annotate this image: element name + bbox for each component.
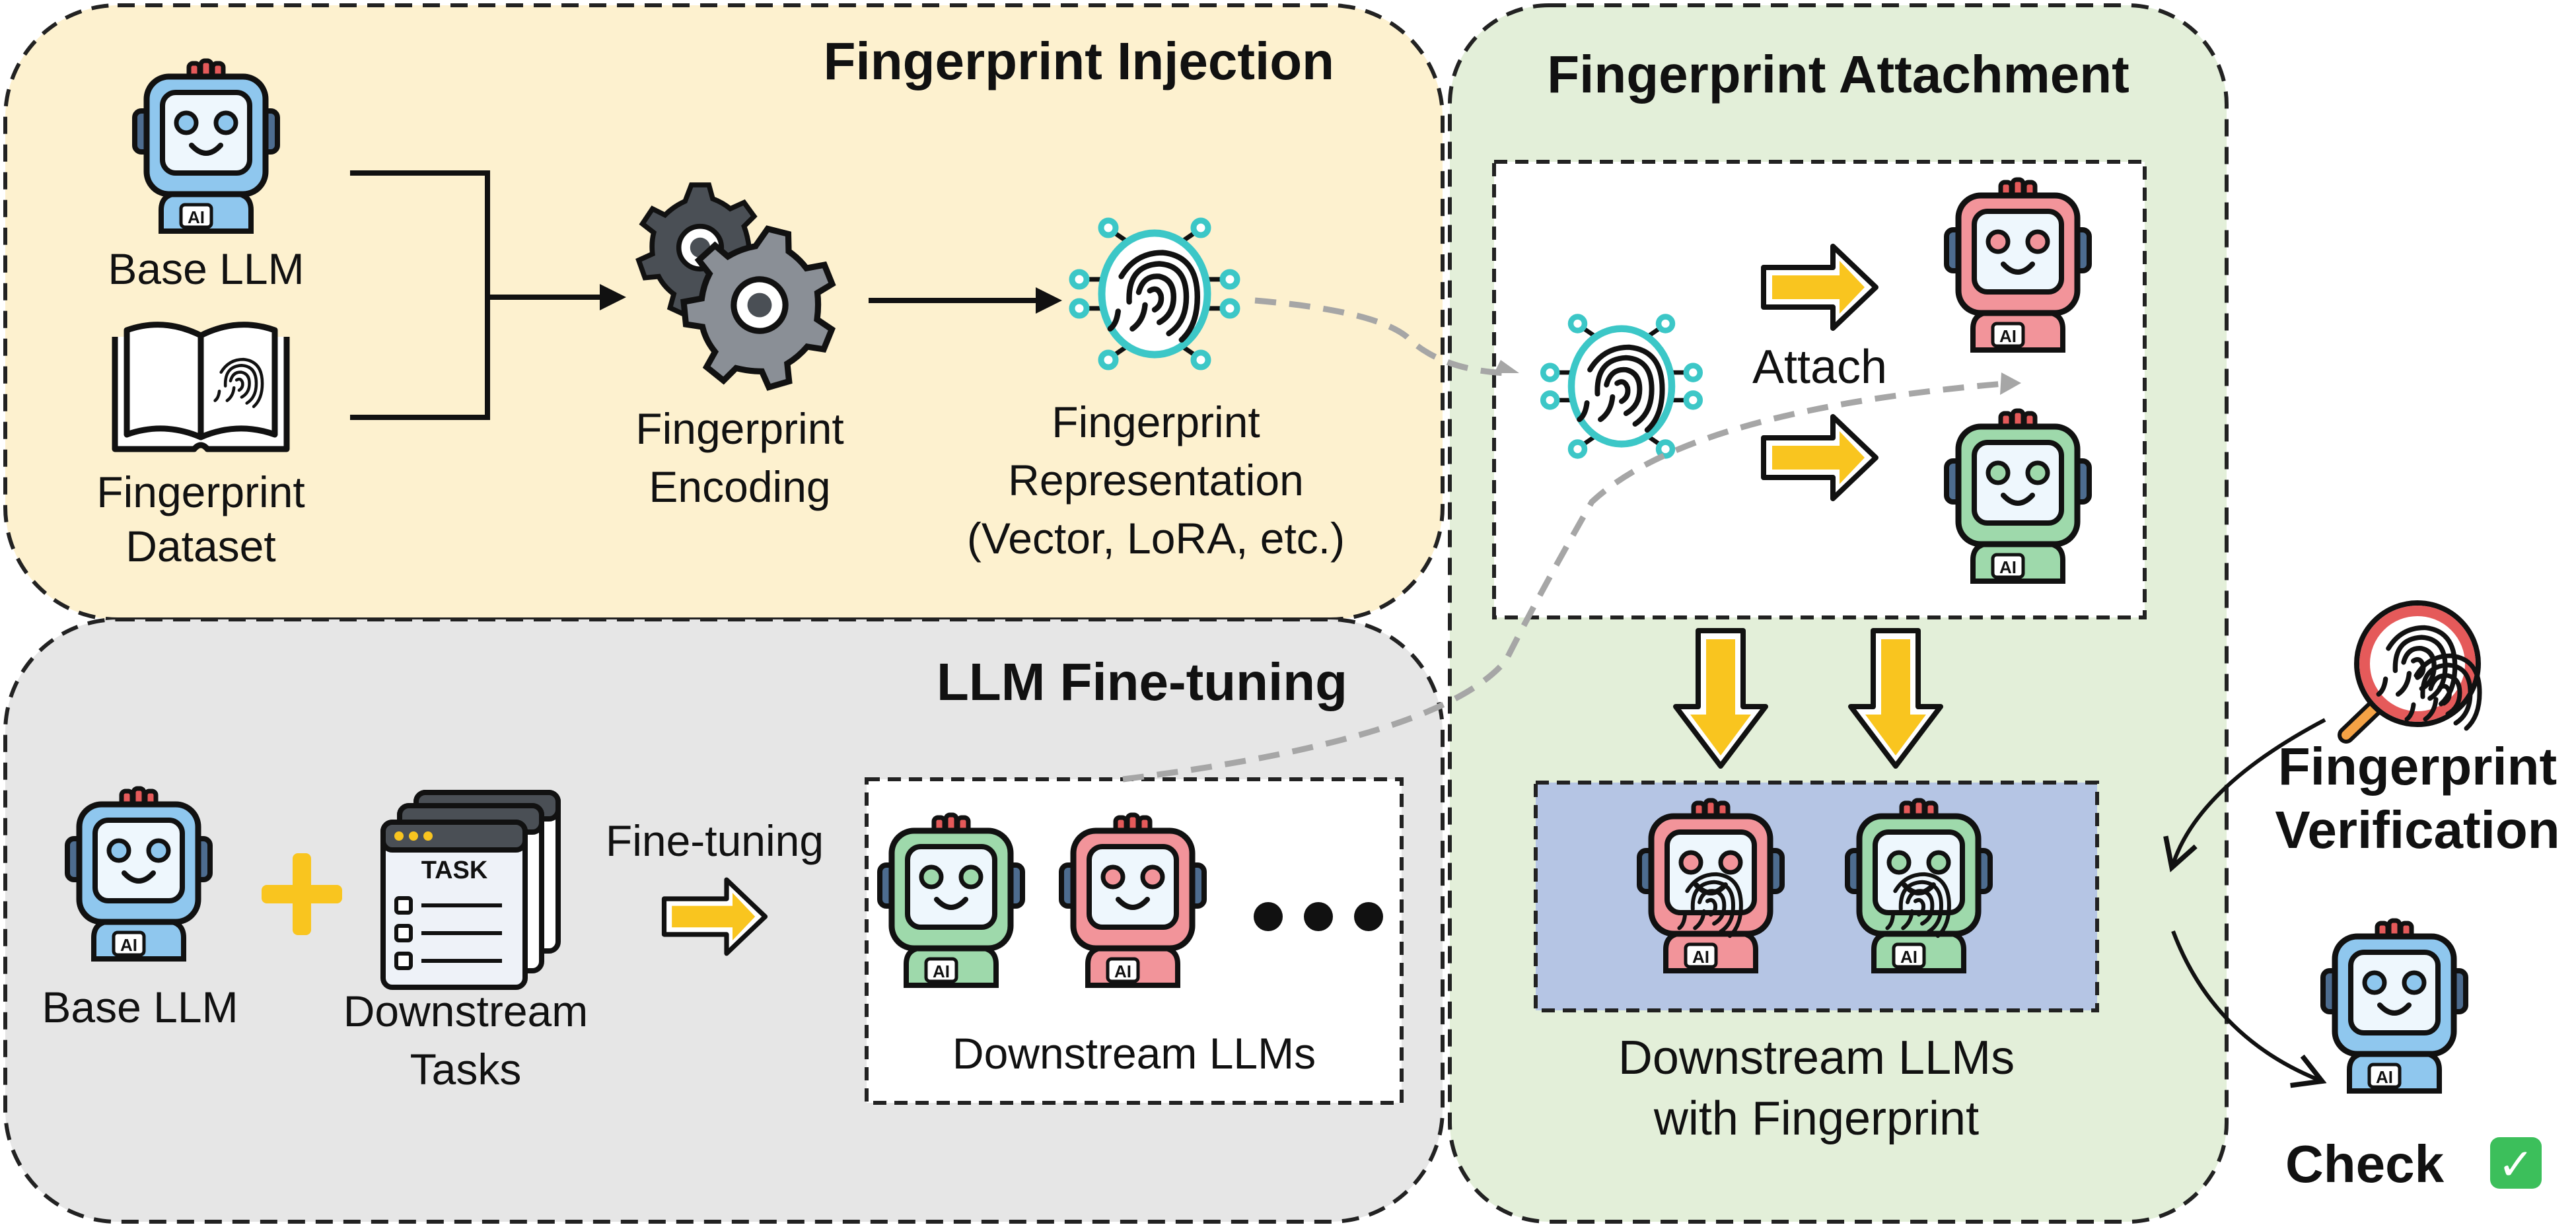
fingerprint-dataset-label-2: Dataset (125, 522, 275, 571)
downstream-tasks-label-1: Downstream (343, 987, 588, 1035)
representation-to-attach-dashed-arrow (1254, 297, 1507, 376)
attach-label: Attach (1752, 341, 1887, 394)
fingerprint-representation-label-1: Fingerprint (1052, 398, 1260, 446)
magnifier-fingerprint-icon (2338, 600, 2480, 744)
fingerprinted-llms-label-2: with Fingerprint (1653, 1092, 1979, 1145)
verification-label-2: Verification (2275, 800, 2559, 859)
fingerprint-representation-label-3: (Vector, LoRA, etc.) (967, 514, 1345, 563)
finetuning-panel-title: LLM Fine-tuning (937, 652, 1347, 711)
task-card-label: TASK (421, 857, 488, 884)
injection-panel-title: Fingerprint Injection (824, 32, 1334, 90)
attachment-panel-title: Fingerprint Attachment (1547, 45, 2129, 104)
finetuning-to-attach-dashed-arrow (1122, 380, 2012, 783)
verification-arrow-in (2163, 718, 2326, 872)
finetuning-to-attach-arrowhead (2000, 372, 2021, 395)
fingerprint-dataset-book-icon (112, 322, 290, 452)
fingerprinted-llms-label-1: Downstream LLMs (1618, 1032, 2015, 1084)
downstream-llms-label: Downstream LLMs (952, 1029, 1316, 1078)
verification-arrow-out (2171, 930, 2327, 1088)
fingerprint-dataset-label-1: Fingerprint (96, 468, 304, 516)
base-llm-label: Base LLM (108, 244, 304, 293)
downstream-tasks-label-2: Tasks (410, 1045, 522, 1094)
fingerprint-representation-label-2: Representation (1008, 456, 1304, 505)
plus-icon (262, 853, 342, 935)
finetuning-base-llm-label: Base LLM (42, 983, 238, 1032)
representation-to-attach-arrowhead (1494, 360, 1519, 373)
merge-connector (350, 170, 626, 420)
verification-label-1: Fingerprint (2278, 737, 2557, 796)
svg-text:✓: ✓ (2497, 1139, 2534, 1190)
finetuning-arrow-label: Fine-tuning (606, 816, 824, 865)
check-label: Check (2285, 1135, 2445, 1193)
downstream-tasks-icon: TASK (380, 790, 561, 990)
check-mark-icon: ✓ (2490, 1137, 2542, 1190)
fingerprinted-llms-box (1534, 781, 2099, 1012)
ellipsis-icon (1254, 902, 1383, 931)
check-base-llm-robot-icon (2323, 921, 2466, 1091)
fingerprint-encoding-label-1: Fingerprint (635, 404, 843, 453)
fingerprint-encoding-label-2: Encoding (649, 462, 830, 511)
